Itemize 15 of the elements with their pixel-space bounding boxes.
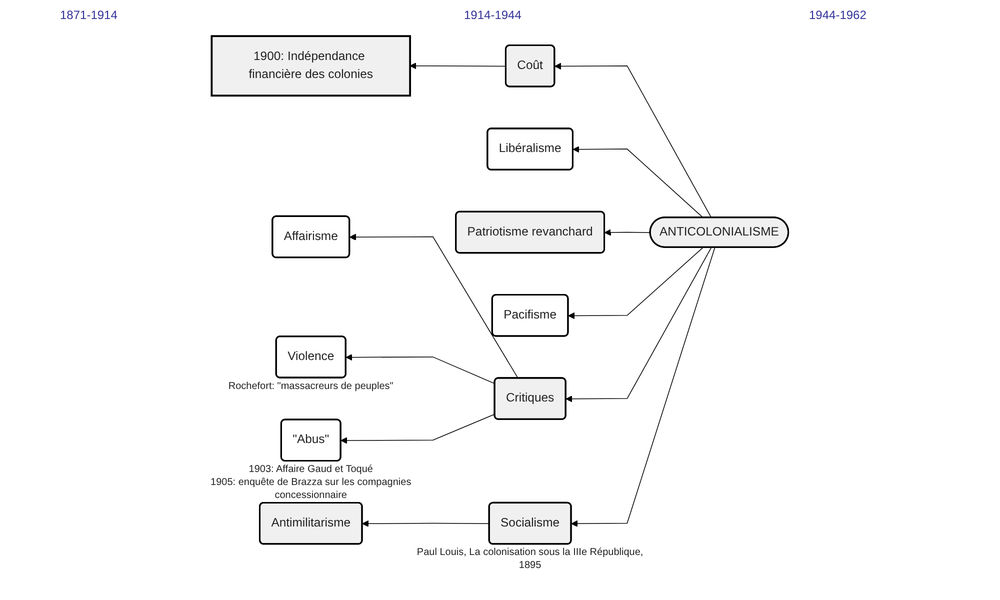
arrow [566,247,712,402]
arrow [554,62,712,218]
arrow [362,520,490,527]
period-label: 1871-1914 [60,8,118,22]
arrow [572,146,704,218]
arrow [571,247,716,527]
arrow [568,247,704,320]
arrow [410,62,506,70]
node-box: 1900: Indépendance financière des colonies [210,35,412,97]
arrow [349,234,518,379]
period-label: 1914-1944 [464,8,522,22]
arrow [604,229,651,236]
arrow [346,354,496,384]
period-label: 1944-1962 [809,8,866,22]
arrow [340,414,496,444]
